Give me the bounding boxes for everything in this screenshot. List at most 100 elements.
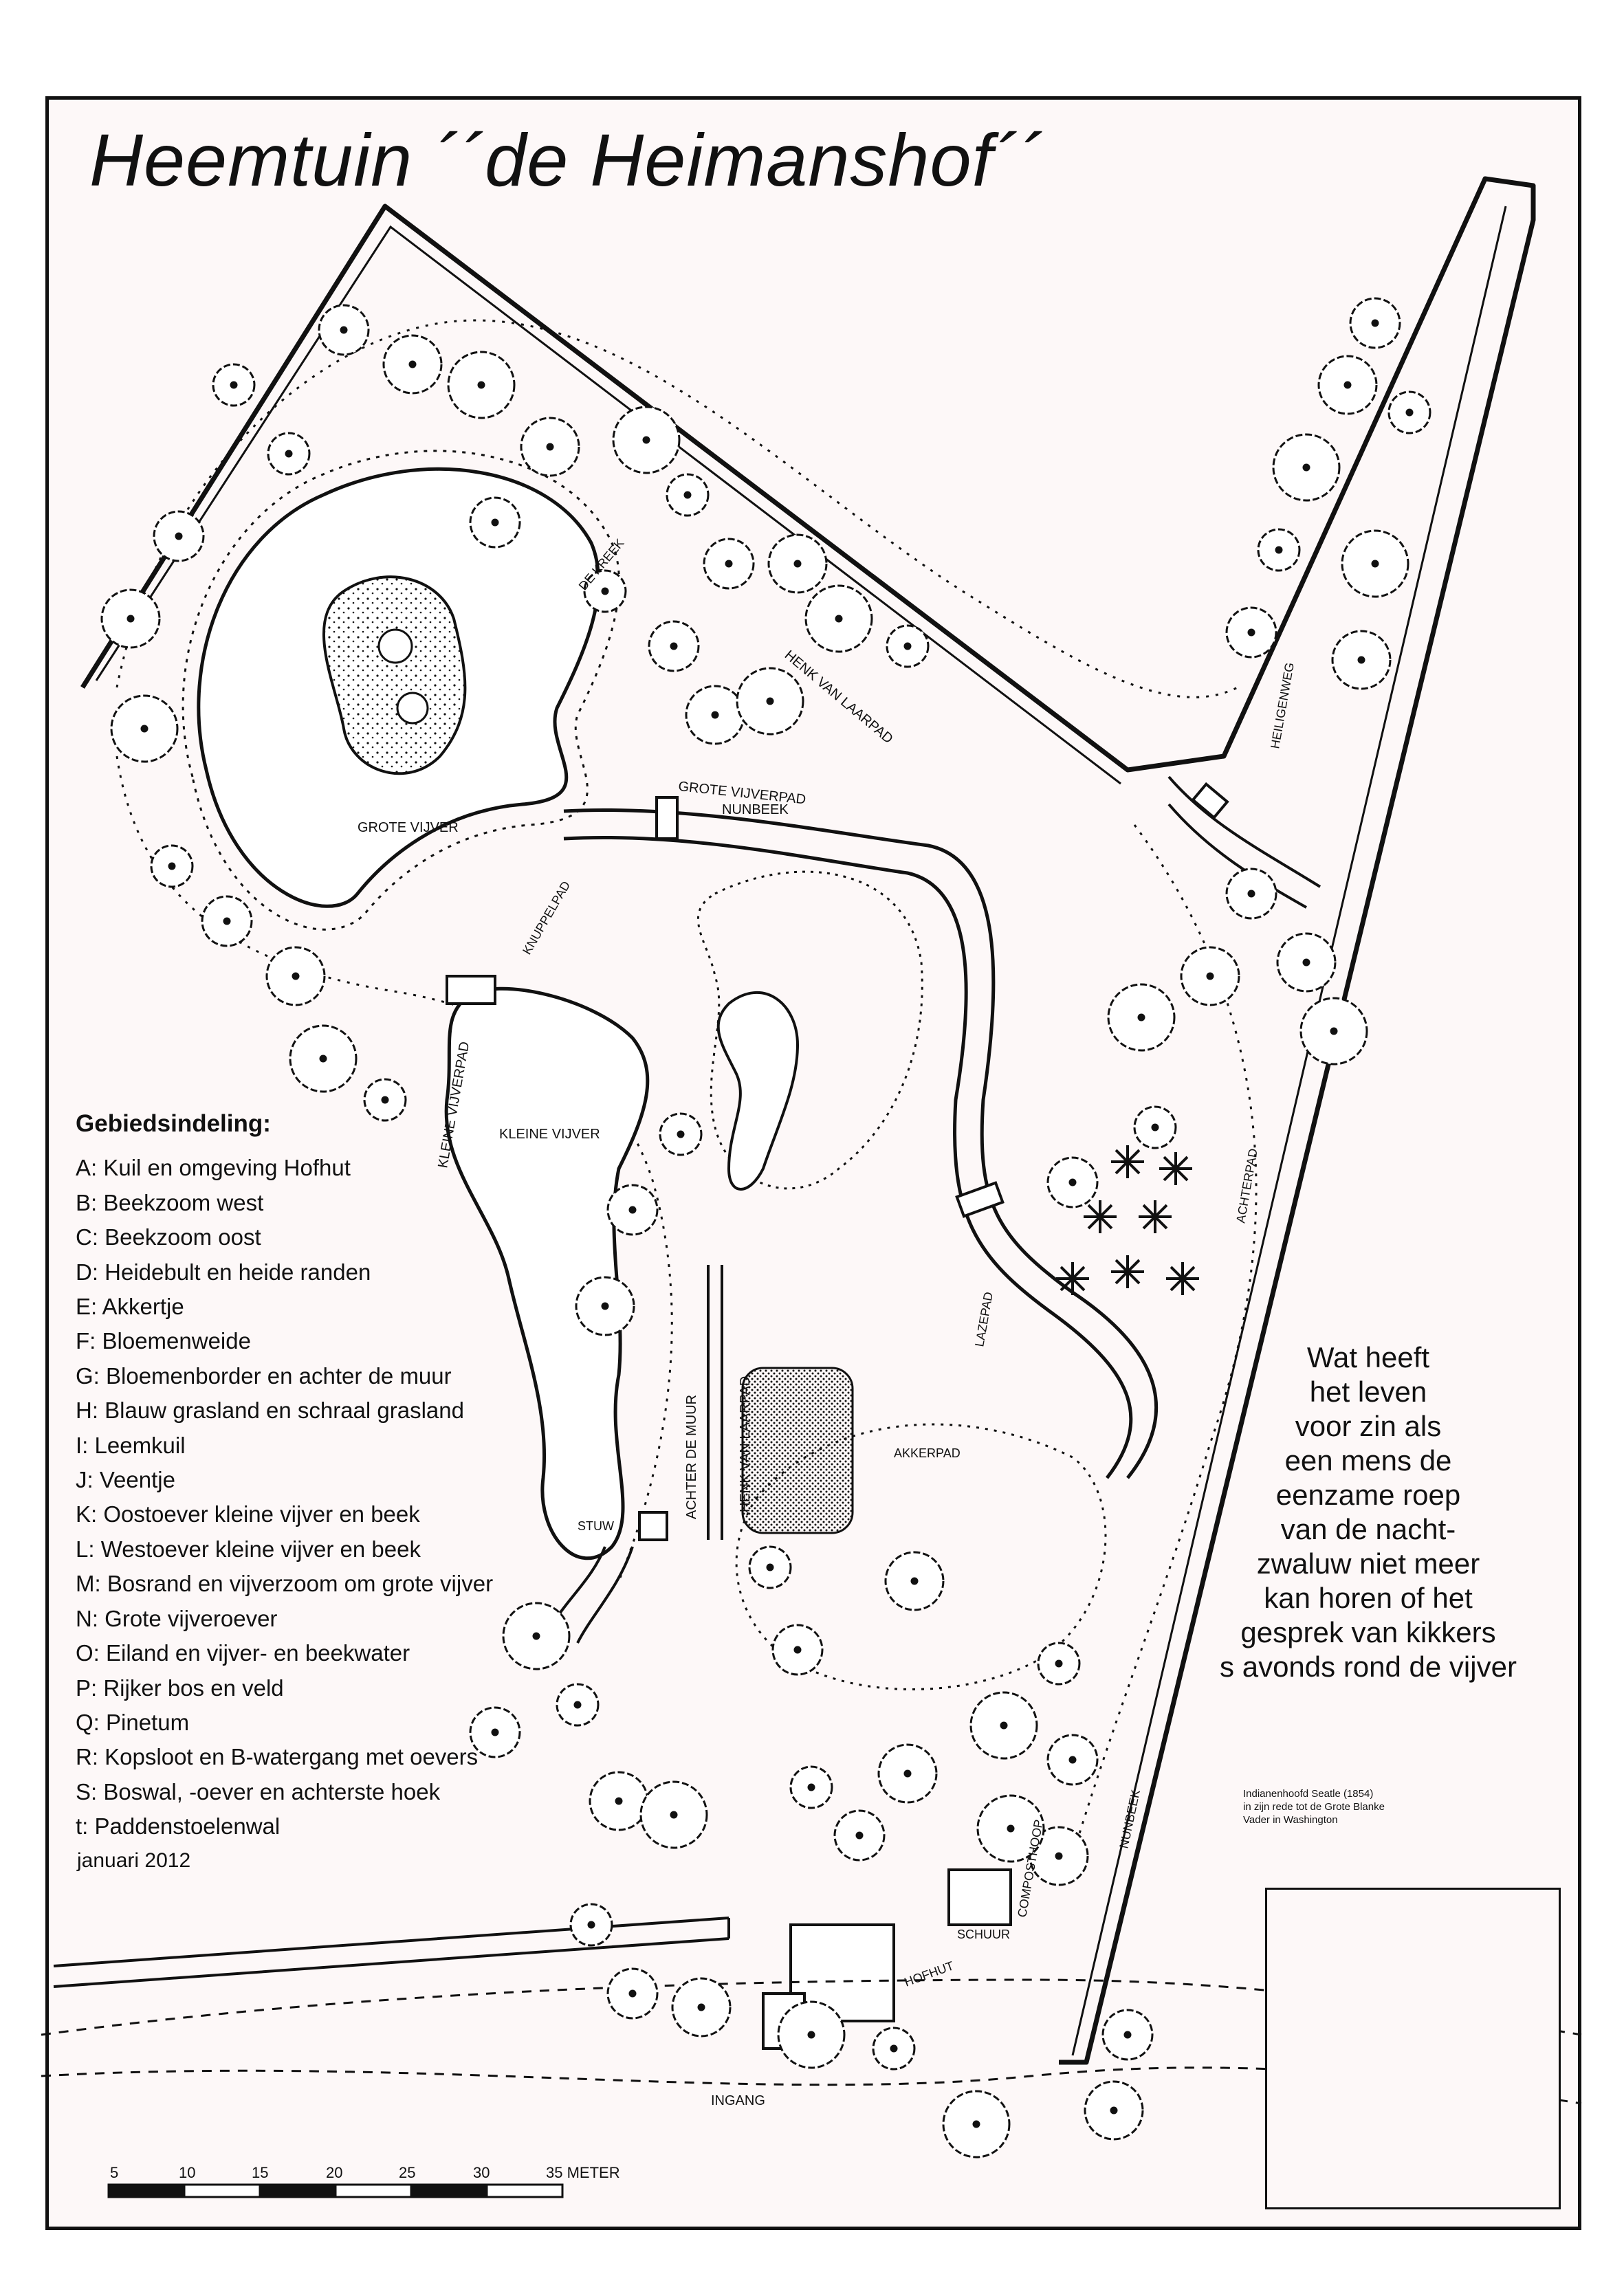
tree-trunk: [408, 360, 417, 368]
pine-needle: [1163, 1167, 1177, 1182]
tree-trunk: [1007, 1824, 1015, 1833]
pine-needle: [1087, 1204, 1101, 1218]
tree-trunk: [477, 381, 485, 389]
tree-trunk: [319, 1055, 327, 1063]
legend-item: E: Akkertje: [76, 1294, 184, 1320]
scale-label: 15: [252, 2164, 269, 2181]
tree-trunk: [230, 381, 238, 389]
label-ingang: INGANG: [711, 2093, 765, 2108]
tree-trunk: [1123, 2031, 1132, 2039]
pine-needle: [1170, 1266, 1184, 1280]
tree-trunk: [491, 1728, 499, 1736]
label-akkerpad: AKKERPAD: [894, 1446, 961, 1460]
tree-trunk: [285, 450, 293, 458]
pine-needle: [1099, 1204, 1113, 1218]
label-knuppelpad: KNUPPELPAD: [520, 879, 573, 957]
tree-trunk: [1371, 560, 1379, 568]
legend-item: R: Kopsloot en B-watergang met oevers: [76, 1744, 479, 1770]
tree-trunk: [1151, 1123, 1159, 1132]
plant-inset-frame: [1265, 1888, 1561, 2209]
tree-trunk: [601, 587, 609, 595]
heidebult: [696, 870, 923, 1190]
island-tree: [396, 692, 429, 725]
attribution-line: Vader in Washington: [1243, 1814, 1338, 1826]
legend-item: A: Kuil en omgeving Hofhut: [76, 1155, 351, 1181]
tree-trunk: [1206, 972, 1214, 980]
label-heiligenweg: HEILIGENWEG: [1268, 661, 1297, 750]
scale-label: 30: [473, 2164, 490, 2181]
tree-trunk: [168, 862, 176, 870]
legend: Gebiedsindeling: A: Kuil en omgeving Hof…: [76, 1107, 493, 1844]
pine-needle: [1071, 1266, 1086, 1280]
tree-trunk: [292, 972, 300, 980]
tree-trunk: [340, 326, 348, 334]
tree-trunk: [670, 642, 678, 650]
tree-trunk: [677, 1130, 685, 1138]
pine-needle: [1115, 1149, 1129, 1163]
poem-line: voor zin als: [1295, 1410, 1442, 1442]
tree-trunk: [1302, 463, 1310, 472]
label-hofhut: HOFHUT: [903, 1958, 956, 1989]
scale-label: 10: [179, 2164, 196, 2181]
attribution-line: in zijn rede tot de Grote Blanke: [1243, 1801, 1385, 1813]
tree-trunk: [1302, 958, 1310, 967]
tree-trunk: [1247, 890, 1255, 898]
pine-needle: [1071, 1277, 1086, 1292]
legend-date: januari 2012: [77, 1849, 191, 1872]
tree-trunk: [491, 518, 499, 527]
island-tree: [377, 628, 413, 664]
tree-trunk: [807, 1783, 815, 1791]
tree-trunk: [532, 1632, 540, 1640]
pine-needle: [1170, 1277, 1184, 1292]
pine-needle: [1126, 1149, 1141, 1163]
legend-item: D: Heidebult en heide randen: [76, 1259, 371, 1285]
tree-trunk: [381, 1096, 389, 1104]
tree-trunk: [725, 560, 733, 568]
poem-line: het leven: [1309, 1376, 1427, 1408]
pine-needle: [1174, 1167, 1189, 1182]
tree-trunk: [573, 1701, 582, 1709]
achter-de-muur-wall: [707, 1265, 723, 1540]
tree-trunk: [697, 2003, 705, 2011]
legend-item: N: Grote vijveroever: [76, 1605, 278, 1631]
tree-belt-path: [116, 319, 1238, 698]
tree-trunk: [140, 725, 149, 733]
tree-trunk: [903, 1769, 912, 1778]
bridges: [446, 782, 1229, 1541]
tree-trunk: [223, 917, 231, 925]
legend-item: O: Eiland en vijver- en beekwater: [76, 1640, 410, 1666]
akkertje: [741, 1367, 854, 1534]
legend-item: H: Blauw grasland en schraal grasland: [76, 1398, 464, 1424]
nunbeek-stream: [563, 808, 1159, 1479]
legend-item: Q: Pinetum: [76, 1709, 190, 1735]
poem-line: zwaluw niet meer: [1256, 1547, 1480, 1580]
pine-needle: [1099, 1215, 1113, 1230]
legend-item: G: Bloemenborder en achter de muur: [76, 1362, 452, 1389]
tree-trunk: [890, 2044, 898, 2053]
legend-item: S: Boswal, -oever en achterste hoek: [76, 1778, 441, 1804]
tree-trunk: [587, 1921, 595, 1929]
tree-trunk: [642, 436, 650, 444]
tree-trunk: [1247, 628, 1255, 637]
scale-label: 25: [399, 2164, 416, 2181]
tree-trunk: [807, 2031, 815, 2039]
pine-needle: [1142, 1204, 1156, 1218]
legend-item: K: Oostoever kleine vijver en beek: [76, 1501, 420, 1527]
attribution-line: Indianenhoofd Seatle (1854): [1243, 1788, 1374, 1800]
tree-trunk: [1330, 1027, 1338, 1035]
pinetum-trees: [1056, 1145, 1199, 1295]
tree-trunk: [1000, 1721, 1008, 1730]
pine-needle: [1126, 1160, 1141, 1175]
label-grote-vijver: GROTE VIJVER: [358, 820, 459, 835]
legend-item: t: Paddenstoelenwal: [76, 1813, 281, 1840]
scale-label: 5: [110, 2164, 119, 2181]
pine-needle: [1163, 1156, 1177, 1170]
tree-trunk: [855, 1831, 864, 1840]
tree-trunk: [127, 615, 135, 623]
tree-trunk: [766, 1563, 774, 1571]
east-dotted-path: [1071, 824, 1258, 1857]
south-border: [53, 1917, 730, 1988]
tree-trunk: [601, 1302, 609, 1310]
label-henk-van-laarpad-mid: HENK VAN LAARPAD: [738, 1376, 753, 1512]
legend-item: C: Beekzoom oost: [76, 1224, 261, 1250]
